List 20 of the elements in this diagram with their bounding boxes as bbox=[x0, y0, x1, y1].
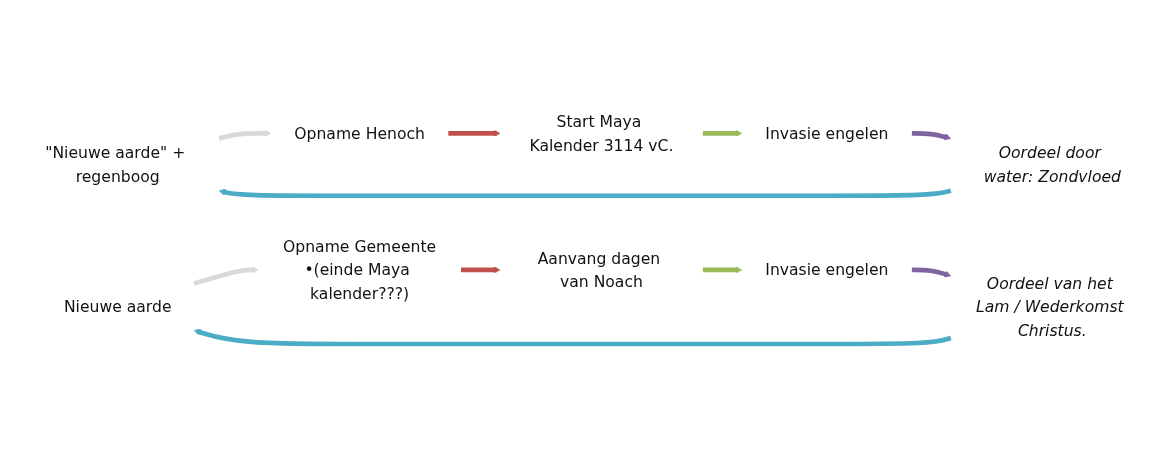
arrow bbox=[193, 328, 952, 347]
node-text: Aanvang dagen van Noach bbox=[537, 248, 661, 291]
node-text: Oordeel van het Lam / Wederkomst Christus. bbox=[976, 274, 1124, 340]
arrow bbox=[461, 266, 501, 274]
node-text: Start Maya Kalender 3114 vC. bbox=[529, 112, 674, 155]
arrow bbox=[702, 266, 743, 274]
arrow bbox=[218, 188, 952, 199]
node-text: "Nieuwe aarde" + regenboog bbox=[45, 143, 186, 186]
node-text: Invasie engelen bbox=[765, 260, 889, 280]
arrow bbox=[218, 129, 272, 141]
node-text: Invasie engelen bbox=[765, 123, 889, 143]
arrow bbox=[911, 267, 952, 278]
node-text: Nieuwe aarde bbox=[63, 297, 172, 317]
node-text: Opname Henoch bbox=[294, 123, 425, 143]
node-text: Oordeel door water: Zondvloed bbox=[983, 143, 1121, 186]
arrow bbox=[193, 266, 259, 286]
arrow bbox=[702, 129, 743, 137]
node-text: Opname Gemeente •(einde Maya kalender???) bbox=[283, 237, 437, 303]
arrow bbox=[448, 129, 501, 137]
arrow bbox=[911, 131, 952, 141]
